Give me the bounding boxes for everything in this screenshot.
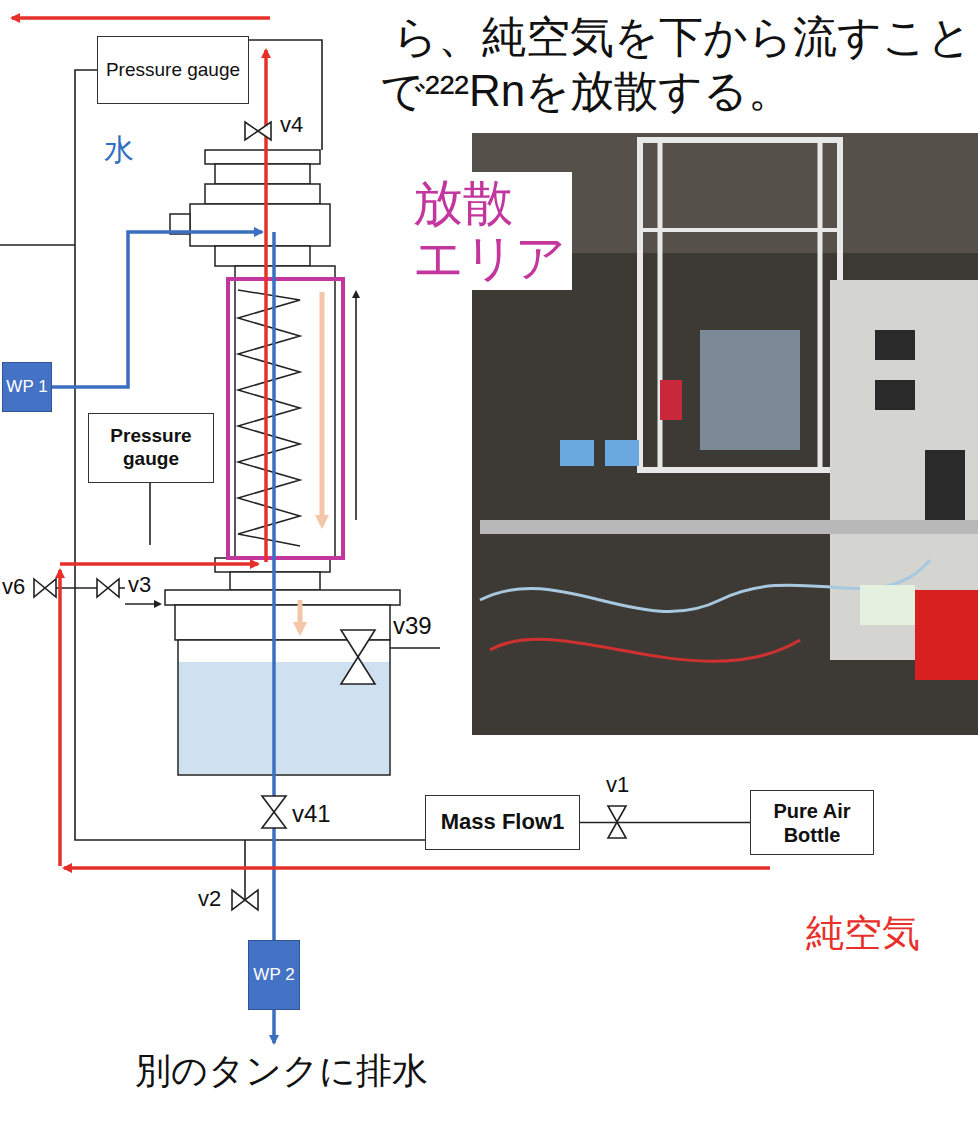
water-lines <box>52 232 274 1043</box>
bottle-box: Pure Air Bottle <box>750 790 874 855</box>
pump-box: WP 1 <box>2 362 52 412</box>
air-lines <box>12 18 770 868</box>
flow-label: 水 <box>104 133 134 168</box>
valve-label: v4 <box>280 112 303 137</box>
box-text: WP 1 <box>6 377 47 397</box>
valve-label: v39 <box>393 612 432 640</box>
gauge-box: Pressure gauge <box>97 36 249 104</box>
pipe-lines <box>0 40 440 900</box>
area-label: 放散 エリア <box>407 172 572 290</box>
flow-hint <box>298 600 303 632</box>
pipe-connector <box>580 822 750 824</box>
flow-label: 純空気 <box>806 912 920 956</box>
valve-label: v3 <box>128 572 151 597</box>
note-text: で²²²Rnを放散する。 <box>380 66 792 117</box>
valve-symbols <box>34 122 626 910</box>
caption-note: 別のタンクに排水 <box>135 1050 428 1091</box>
mass-flow-box: Mass Flow1 <box>425 795 580 850</box>
box-text: Mass Flow1 <box>441 809 564 835</box>
valve-label: v41 <box>292 800 331 828</box>
box-text: Pure Air Bottle <box>757 799 867 847</box>
note-text: ら、純空気を下から流すこと <box>393 12 972 63</box>
gauge-box: Pressure gauge <box>88 413 214 483</box>
box-text: Pressure gauge <box>95 425 207 471</box>
pump-box: WP 2 <box>248 940 300 1010</box>
stripping-area-frame <box>228 279 343 558</box>
valve-label: v6 <box>2 574 25 599</box>
box-text: Pressure gauge <box>106 59 240 82</box>
flow-hint <box>320 292 325 525</box>
valve-label: v1 <box>606 772 629 797</box>
valve-label: v2 <box>198 886 221 911</box>
box-text: WP 2 <box>253 965 294 985</box>
